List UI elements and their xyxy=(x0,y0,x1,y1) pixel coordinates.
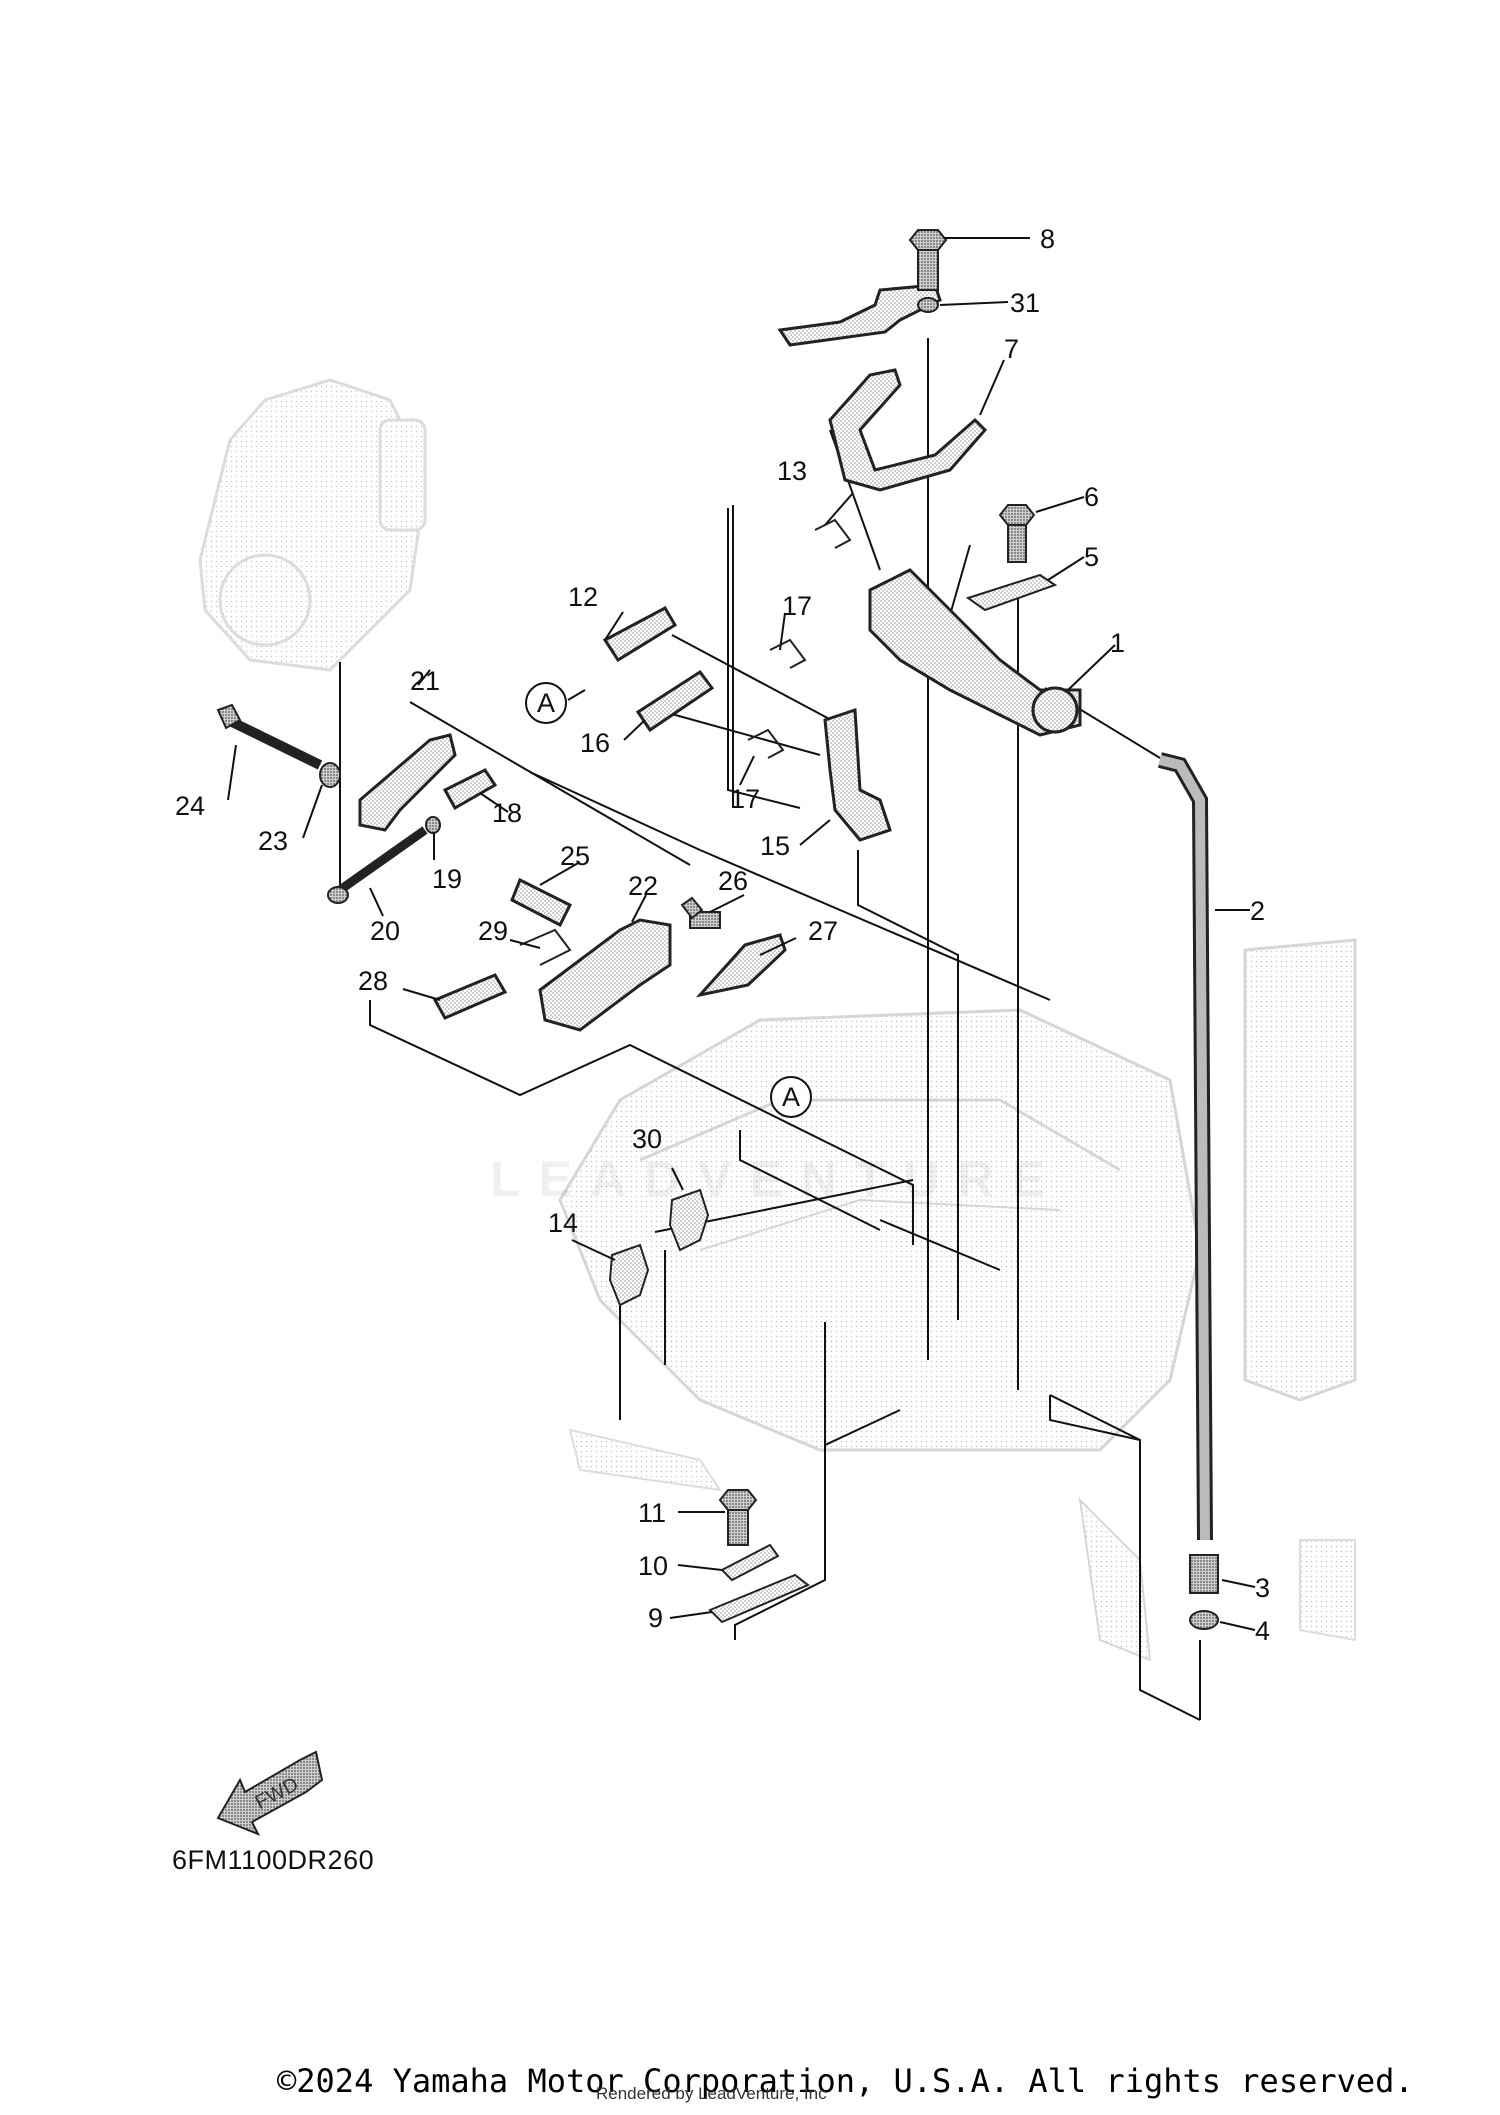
callout-20: 19 xyxy=(432,864,462,894)
callout-24: 23 xyxy=(258,826,288,856)
part-bolt-6[interactable] xyxy=(998,504,1036,563)
callout-4: 4 xyxy=(1255,1616,1270,1646)
callout-12: 12 xyxy=(568,582,598,612)
part-bolt-26[interactable] xyxy=(680,896,721,929)
callout-25: 24 xyxy=(175,791,205,821)
part-collar-3[interactable] xyxy=(1189,1554,1219,1594)
callout-26: 26 xyxy=(718,866,748,896)
svg-text:A: A xyxy=(782,1082,800,1112)
part-shift-rod-assembly[interactable] xyxy=(868,568,1082,737)
part-washer-24[interactable] xyxy=(319,762,341,788)
part-clip-29[interactable] xyxy=(519,928,572,966)
callout-2: 2 xyxy=(1250,896,1265,926)
part-link-28[interactable] xyxy=(432,973,508,1020)
figure-code: 6FM1100DR260 xyxy=(172,1845,375,1875)
callout-11: 11 xyxy=(638,1498,666,1528)
part-bolt-8[interactable] xyxy=(908,229,948,291)
rendered-by-note: Rendered by LeadVenture, Inc xyxy=(596,2084,827,2103)
part-arm-22[interactable] xyxy=(358,733,457,832)
callout-15: 15 xyxy=(760,831,790,861)
section-marker-a-left[interactable]: A xyxy=(525,682,567,724)
part-bolt-11[interactable] xyxy=(718,1489,758,1546)
svg-text:A: A xyxy=(537,688,555,718)
part-plate-5[interactable] xyxy=(965,573,1058,612)
part-clamp-30[interactable] xyxy=(668,1188,710,1252)
part-clip-13[interactable] xyxy=(814,518,852,549)
callout-21: 22 xyxy=(628,871,658,901)
part-link-16[interactable] xyxy=(635,669,715,733)
part-plate-9[interactable] xyxy=(708,1573,810,1624)
callout-labels: 8 31 7 6 5 1 2 3 4 13 12 17 16 17 15 21 … xyxy=(175,224,1270,1646)
callout-3: 3 xyxy=(1255,1573,1270,1603)
part-washer-20[interactable] xyxy=(425,816,441,834)
callout-14: 14 xyxy=(548,1208,578,1238)
callout-7: 7 xyxy=(1004,334,1019,364)
callout-31: 31 xyxy=(1010,288,1040,318)
callout-16: 16 xyxy=(580,728,610,758)
callout-leaders xyxy=(227,237,1256,1631)
fwd-arrow-icon: FWD xyxy=(216,1750,324,1836)
callout-9: 9 xyxy=(648,1603,663,1633)
callout-8: 8 xyxy=(1040,224,1055,254)
part-plate-10[interactable] xyxy=(720,1543,780,1582)
callout-10: 10 xyxy=(638,1551,668,1581)
part-clamp-14[interactable] xyxy=(608,1243,650,1307)
callout-1: 1 xyxy=(1110,628,1125,658)
part-washer-4[interactable] xyxy=(1189,1610,1219,1630)
watermark: LEADVENTURE xyxy=(490,1151,1064,1207)
part-washer-31[interactable] xyxy=(917,297,939,313)
part-link-19[interactable] xyxy=(442,768,498,811)
part-collar-23[interactable] xyxy=(510,877,573,928)
callout-27: 27 xyxy=(808,916,838,946)
part-shift-bracket[interactable] xyxy=(777,283,942,347)
part-lever-15[interactable] xyxy=(823,707,892,842)
section-marker-a-right[interactable]: A xyxy=(770,1076,812,1118)
callout-13: 13 xyxy=(777,456,807,486)
callout-17-lower: 17 xyxy=(730,784,760,814)
callout-30: 30 xyxy=(632,1124,662,1154)
callout-28: 28 xyxy=(358,966,388,996)
part-clip-17-upper[interactable] xyxy=(769,638,807,669)
part-bracket-7[interactable] xyxy=(828,368,988,492)
callout-19: 18 xyxy=(492,798,522,828)
callout-29: 29 xyxy=(478,916,508,946)
part-link-12[interactable] xyxy=(602,605,678,663)
part-clip-17-lower[interactable] xyxy=(747,728,785,759)
callout-18: 20 xyxy=(370,916,400,946)
callout-22: 21 xyxy=(410,666,440,696)
part-shift-rod-2[interactable] xyxy=(1158,752,1213,1541)
part-plate-27[interactable] xyxy=(695,933,787,998)
part-lever-21[interactable] xyxy=(538,918,672,1032)
copyright-notice: ©2024 Yamaha Motor Corporation, U.S.A. A… xyxy=(277,2062,1414,2100)
part-bolt-25[interactable] xyxy=(216,703,323,770)
part-rod-18[interactable] xyxy=(327,826,428,904)
callout-5: 5 xyxy=(1084,542,1099,572)
callout-17-upper: 17 xyxy=(782,591,812,621)
callout-23: 25 xyxy=(560,841,590,871)
callout-6: 6 xyxy=(1084,482,1099,512)
carburetor-illustration xyxy=(198,378,427,672)
